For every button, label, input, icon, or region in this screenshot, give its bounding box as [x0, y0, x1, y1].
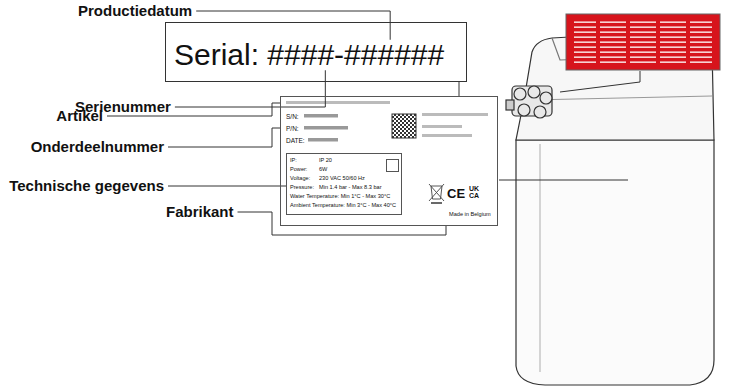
- callout-label: Productiedatum: [78, 2, 192, 20]
- origin-text: Made in Belgium: [449, 211, 491, 217]
- serial-text: Serial: ####-######: [174, 38, 444, 73]
- leader-line: [168, 186, 286, 187]
- leader-lines: [499, 71, 640, 180]
- rating-label: S/N:P/N:DATE:Made in BelgiumCEUK CAIP:IP…: [280, 96, 498, 226]
- spec-value: Min 1.4 bar - Max 8.3 bar: [319, 184, 382, 190]
- leader-line: [196, 11, 390, 40]
- warning-sticker: [566, 14, 720, 70]
- ce-mark: CE: [447, 187, 465, 202]
- field-label: DATE:: [286, 137, 305, 144]
- water-softener: [506, 30, 714, 385]
- callout-label: Onderdeelnummer: [31, 138, 164, 156]
- leader-line: [168, 128, 280, 147]
- field-label: P/N:: [286, 125, 299, 132]
- spec-label: Pressure:: [290, 184, 314, 190]
- spec-line: Water Temperature: Min 1°C - Max 30°C: [290, 193, 390, 199]
- field-label: S/N:: [286, 113, 299, 120]
- sticker-details: [280, 96, 498, 226]
- bin-icon: [429, 184, 444, 203]
- connector-line: [459, 82, 460, 96]
- spec-label: Voltage:: [290, 175, 310, 181]
- spec-value: 6W: [319, 166, 327, 172]
- spec-label: Power:: [290, 166, 307, 172]
- leader-line: [238, 212, 446, 235]
- ukca-mark: UK CA: [469, 185, 483, 199]
- technical-data-box: IP: IP 20 Power: 6W Voltage: 230 VAC 50/60 Hz…: [286, 153, 402, 215]
- callout-label: Artikel: [56, 107, 103, 125]
- approval-icon: [386, 159, 399, 172]
- spec-value: IP 20: [319, 157, 332, 163]
- valve: [506, 86, 552, 118]
- leader-line: [175, 70, 325, 107]
- callout-label: Fabrikant: [166, 203, 234, 221]
- callout-label: Technische gegevens: [9, 177, 164, 195]
- spec-label: IP:: [290, 157, 297, 163]
- serial-box: Serial: ####-######: [165, 22, 467, 82]
- spec-value: 230 VAC 50/60 Hz: [319, 175, 365, 181]
- spec-line: Ambient Temperature: Min 3°C - Max 40°C: [290, 202, 396, 208]
